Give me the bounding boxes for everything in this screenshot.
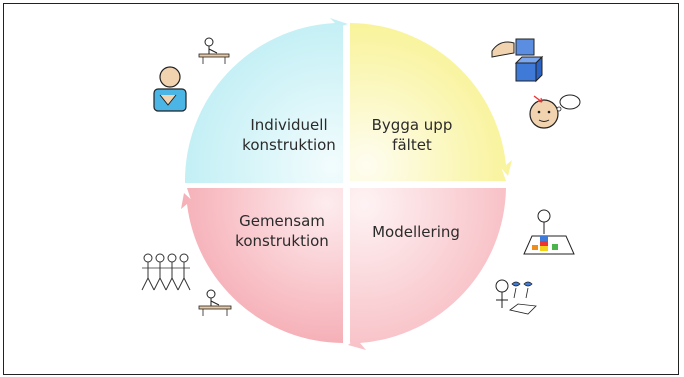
person-looking-icon — [495, 279, 537, 315]
label-line: konstruktion — [235, 232, 329, 250]
group-of-people-icon — [141, 253, 191, 291]
label-individuell-konstruktion: Individuell konstruktion — [242, 115, 336, 155]
label-line: fältet — [392, 136, 432, 154]
person-writing-icon — [198, 289, 232, 316]
label-line: konstruktion — [242, 136, 336, 154]
hand-cube-icon — [491, 38, 544, 83]
quadrant-bottom-right — [348, 188, 506, 350]
label-modellering: Modellering — [372, 222, 460, 242]
label-line: Gemensam — [239, 212, 325, 230]
quadrant-top-left — [184, 18, 348, 183]
person-writing-at-desk-icon — [198, 37, 230, 64]
face-thinking-icon — [529, 94, 581, 129]
quadrant-top-right — [350, 23, 512, 181]
label-line: Bygga upp — [371, 116, 453, 134]
person-reading-icon — [153, 66, 187, 112]
label-line: Individuell — [250, 116, 328, 134]
quadrant-bottom-left — [181, 188, 343, 343]
label-line: Modellering — [372, 223, 460, 241]
label-bygga-upp-faltet: Bygga upp fältet — [372, 115, 453, 155]
label-gemensam-konstruktion: Gemensam konstruktion — [235, 211, 329, 251]
person-building-blocks-icon — [523, 209, 575, 255]
